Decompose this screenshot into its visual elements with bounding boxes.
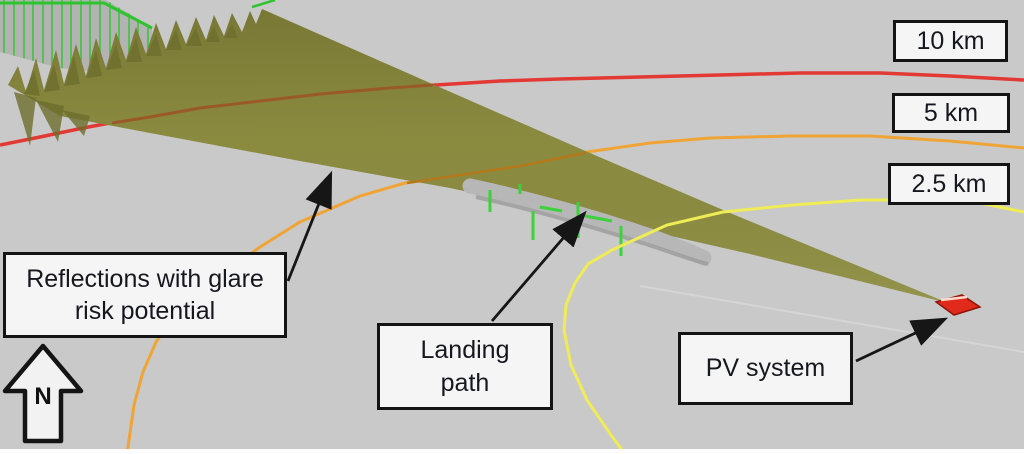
- terrain-edge-line: [639, 285, 1024, 353]
- north-arrow-label: N: [34, 383, 51, 410]
- reflections-label-box: Reflections with glare risk potential: [3, 252, 287, 338]
- pv-system-label-text: PV system: [705, 354, 826, 383]
- image-border-strip: [0, 449, 1024, 454]
- pv-system-marker-highlight: [940, 295, 968, 302]
- approach-band-edge-segment: [251, 0, 276, 9]
- distance-label-10km-text: 10 km: [916, 26, 985, 55]
- approach-band-top-edge: [0, 1, 153, 30]
- reflections-label-line2: risk potential: [74, 297, 216, 325]
- landing-path-label-line1: Landing: [420, 336, 510, 364]
- landing-path-arrow: [490, 210, 587, 322]
- ring-10km-arc-under-fan: [111, 83, 434, 125]
- glare-fan-shadow-spikes: [14, 24, 238, 146]
- reflections-label-line1: Reflections with glare: [26, 264, 264, 293]
- annotation-arrows: [286, 170, 949, 363]
- north-arrow-shape: [2, 343, 84, 444]
- landing-path-label-line2: path: [440, 368, 490, 397]
- pv-system-marker: [934, 294, 982, 316]
- reflections-arrow: [286, 170, 333, 282]
- distance-label-2-5km: 2.5 km: [888, 163, 1010, 205]
- north-arrow: N: [2, 343, 84, 444]
- distance-label-2-5km-text: 2.5 km: [911, 169, 987, 198]
- pv-system-label-box: PV system: [678, 332, 853, 405]
- ring-5km-arc-under-fan: [406, 151, 586, 185]
- landing-path-label-box: Landing path: [377, 323, 553, 410]
- landing-path-ribbon: [462, 178, 712, 266]
- distance-label-10km: 10 km: [893, 20, 1008, 62]
- distance-label-5km-text: 5 km: [923, 98, 979, 127]
- distance-label-5km: 5 km: [892, 93, 1010, 133]
- pv-system-arrow: [855, 317, 949, 363]
- ring-5km-arc: [125, 134, 1024, 454]
